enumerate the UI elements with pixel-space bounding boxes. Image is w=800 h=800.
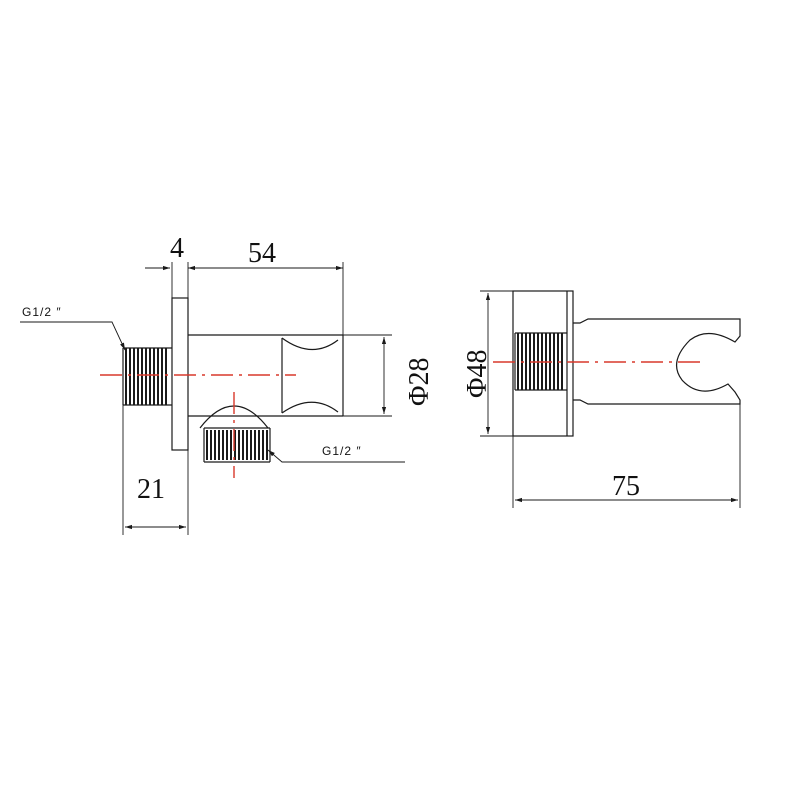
label-inlet-thread: G1/2 ″ (20, 305, 126, 351)
holder-body (188, 334, 344, 417)
dim-label-phi48: Φ48 (462, 350, 493, 398)
holder-arm (573, 318, 741, 405)
outlet-thread-label: G1/2 ″ (322, 444, 362, 458)
dimension-body-length: 54 (248, 238, 344, 335)
dimension-inlet-length: 21 (122, 405, 189, 535)
dim-label-phi28: Φ28 (404, 358, 435, 406)
dim-label-54: 54 (248, 238, 276, 269)
label-outlet-thread: G1/2 ″ (267, 444, 405, 463)
flange (512, 290, 574, 437)
inlet-thread-label: G1/2 ″ (22, 305, 62, 319)
dimension-total-depth: 75 (512, 404, 741, 508)
side-view: 4 54 Φ28 21 G1/2 ″ G1/2 ″ (20, 233, 435, 535)
dimension-plate-thickness: 4 (145, 233, 343, 298)
front-view: Φ48 75 (462, 290, 741, 508)
dimension-flange-diameter: Φ48 (462, 290, 513, 437)
outlet-thread (199, 405, 271, 463)
dim-label-4: 4 (170, 233, 184, 264)
wall-plate (171, 297, 189, 451)
inlet-thread (122, 347, 172, 406)
dim-label-21: 21 (137, 474, 165, 505)
dimension-body-diameter: Φ28 (343, 334, 435, 417)
dim-label-75: 75 (612, 471, 640, 502)
